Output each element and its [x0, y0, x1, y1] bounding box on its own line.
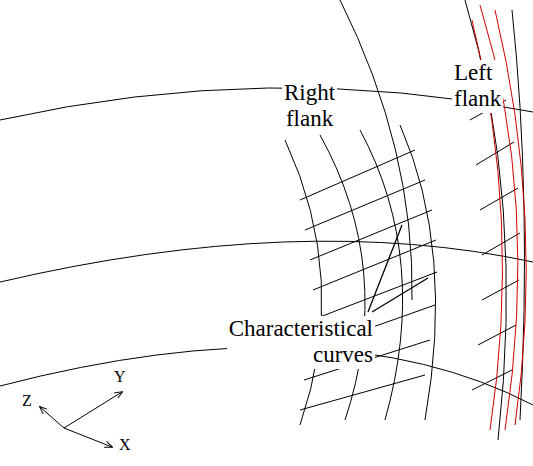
axis-arrow [40, 407, 64, 428]
characteristic-curves [300, 150, 437, 410]
tooth-arc [0, 241, 533, 282]
axis-label: X [117, 436, 133, 454]
axis-arrow [64, 392, 122, 428]
callout-label: Characteristical curves [227, 316, 375, 369]
leader-line [372, 278, 428, 312]
axis-label: Y [112, 368, 128, 386]
axis-label: Z [20, 392, 34, 410]
axis-arrow [64, 428, 112, 447]
flank-label: Left flank [452, 60, 503, 113]
flank-curve [340, 0, 412, 300]
leader-line [368, 225, 402, 312]
flank-curve [360, 130, 403, 420]
flank-curve [400, 125, 436, 420]
flank-label: Right flank [282, 80, 337, 133]
flank-curve [285, 140, 322, 425]
